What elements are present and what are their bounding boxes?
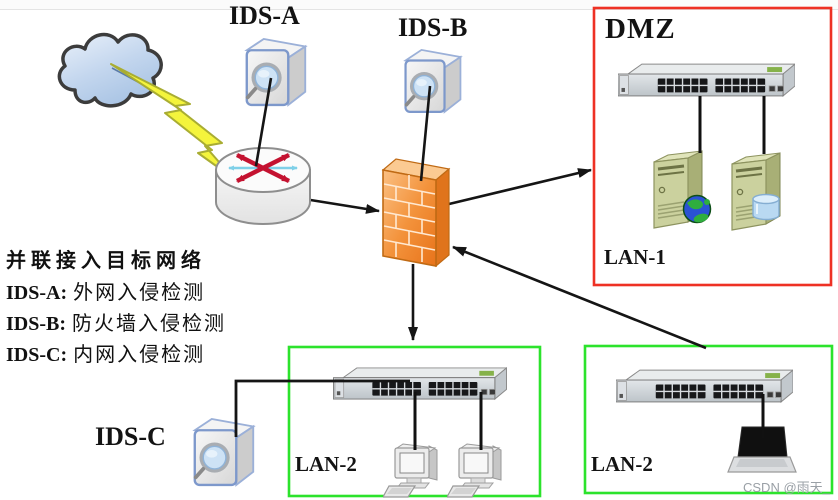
- top-border-strip: [0, 0, 838, 10]
- line-idsa-to-router: [254, 77, 273, 167]
- ids-c-label: IDS-C: [95, 422, 166, 451]
- legend-entry-desc: 防火墙入侵检测: [72, 313, 227, 335]
- legend-entry-desc: 内网入侵检测: [73, 344, 206, 366]
- dmz-switch-icon: [618, 63, 795, 97]
- lan2-right-switch-icon: [616, 369, 793, 403]
- arrow-firewall-to-dmz: [448, 168, 592, 206]
- ids-b-sensor-icon: [403, 48, 463, 114]
- legend-entry-ids-c: IDS-C:内网入侵检测: [6, 338, 205, 367]
- ids-a-sensor-icon: [244, 37, 308, 107]
- firewall-icon: [381, 158, 451, 268]
- legend-entry-name: IDS-A:: [6, 282, 68, 304]
- arrow-router-to-firewall: [297, 196, 380, 214]
- firewall-brick-lines: [383, 175, 436, 262]
- line-idsc-to-lan2switch: [234, 379, 410, 437]
- router-icon: [215, 147, 311, 225]
- laptop-icon: [727, 426, 797, 473]
- legend-entry-desc: 外网入侵检测: [73, 282, 206, 304]
- line-idsb-to-firewall: [419, 85, 432, 182]
- ids-c-sensor-icon: [192, 416, 256, 487]
- desktop-pc-1-icon: [383, 443, 438, 498]
- lan2-middle-label: LAN-2: [295, 452, 357, 476]
- ids-b-label: IDS-B: [398, 13, 468, 42]
- legend-entry-name: IDS-C:: [6, 344, 68, 366]
- database-icon: [752, 193, 780, 221]
- csdn-watermark: CSDN @雨天_: [743, 480, 830, 495]
- lan1-label: LAN-1: [604, 245, 666, 269]
- lan2-right-zone-box: [583, 344, 834, 495]
- lan2-right-label: LAN-2: [591, 452, 653, 476]
- desktop-pc-2-icon: [447, 443, 502, 498]
- ids-a-label: IDS-A: [229, 1, 300, 30]
- globe-icon: [682, 194, 712, 224]
- legend-entry-ids-b: IDS-B:防火墙入侵检测: [6, 307, 226, 336]
- internet-cloud-icon: [57, 32, 163, 108]
- legend-entry-name: IDS-B:: [6, 313, 67, 335]
- legend-heading: 并联接入目标网络: [6, 250, 206, 272]
- dmz-zone-box: [592, 6, 833, 287]
- dmz-label: DMZ: [605, 13, 676, 45]
- legend-entry-ids-a: IDS-A:外网入侵检测: [6, 276, 205, 305]
- lan2-middle-zone-box: [287, 345, 542, 498]
- arrow-lan2right-to-firewall: [452, 245, 707, 350]
